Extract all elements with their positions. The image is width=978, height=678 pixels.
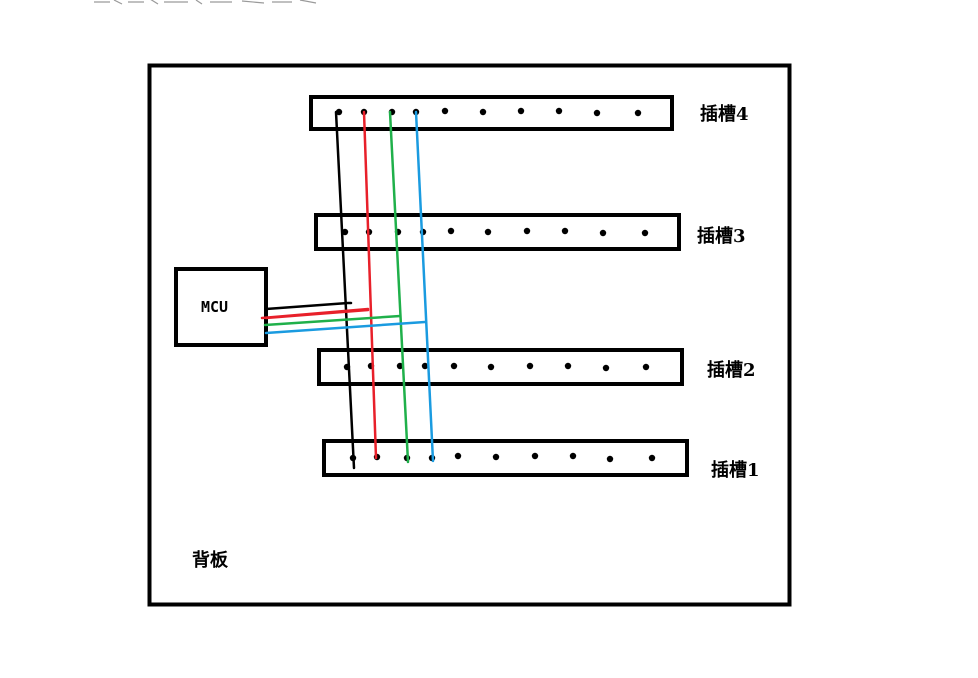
mcu-label: MCU [201,298,229,316]
backplane-border [147,63,792,607]
green-wire-mcu-link [263,314,402,327]
slot-3-pin [561,227,569,235]
slot-1-pin [454,452,462,460]
slot-3-pin [523,227,531,235]
mcu-box [174,267,268,347]
green-wire-bus [388,110,410,464]
slot-2-label: 插槽2 [707,360,756,381]
red-wire-bus [362,110,378,460]
slot-4-pin [555,107,563,115]
slot-1-connector [322,439,689,477]
slot-1-label: 插槽1 [711,460,760,481]
slot-3-pin [447,227,455,235]
slot-1-pin [492,453,500,461]
slot-4-pin [593,109,601,117]
slot-2-pin [487,363,495,371]
slot-4-pin [335,108,343,116]
slot-2-pin [421,362,429,370]
slot-1-pin [569,452,577,460]
slot-4-pin [479,108,487,116]
black-wire-bus [334,110,356,470]
slot-4-label: 插槽4 [700,104,749,125]
slot-2-pin [526,362,534,370]
red-wire-mcu-link-2 [264,308,370,320]
backplane-label: 背板 [192,550,228,571]
slot-4-connector [309,95,674,131]
slot-1-pin [648,454,656,462]
slot-2-pin [602,364,610,372]
slot-3-label: 插槽3 [697,226,746,247]
blue-wire-bus [414,110,435,463]
slot-4-pin [517,107,525,115]
slot-3-connector [314,213,681,251]
slot-4-pin [634,109,642,117]
black-wire-mcu-link [264,301,353,311]
top-edge-scribble [94,0,317,5]
slot-2-pin [642,363,650,371]
slot-2-pin [564,362,572,370]
slot-3-pin [484,228,492,236]
slot-3-pin [641,229,649,237]
slot-2-pin [450,362,458,370]
slot-3-pin [599,229,607,237]
slot-4-pin [441,107,449,115]
slot-1-pin [531,452,539,460]
slot-3-pin [341,228,349,236]
slot-2-pin [396,362,404,370]
blue-wire-mcu-link [264,320,427,335]
slot-1-pin [606,455,614,463]
slot-2-connector [317,348,684,386]
